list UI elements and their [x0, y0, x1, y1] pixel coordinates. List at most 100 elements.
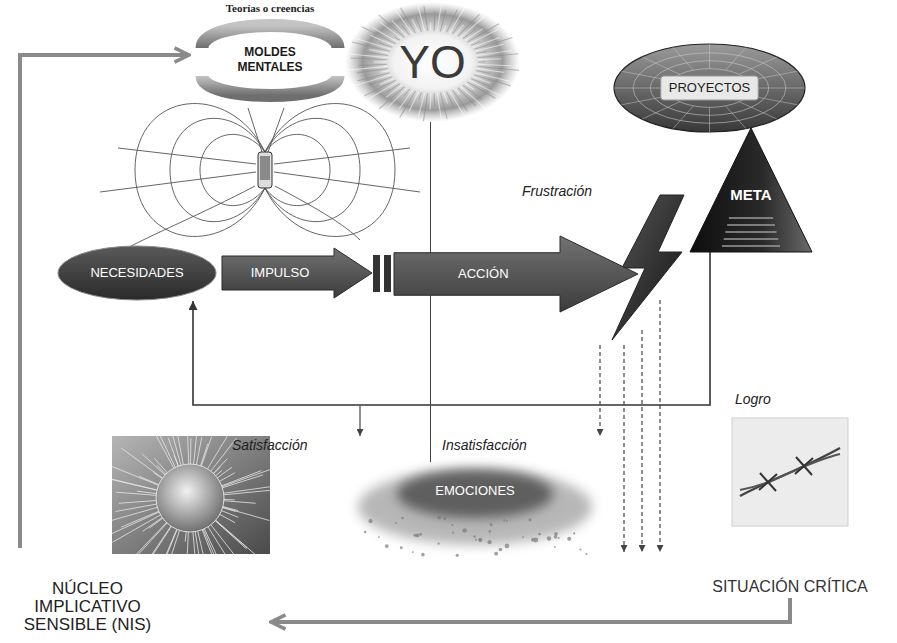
cloud-speck: [579, 548, 581, 550]
starburst-ray: [478, 64, 511, 66]
cell-photo: [112, 436, 270, 554]
cloud-speck: [554, 535, 558, 539]
node-label: YO: [399, 36, 465, 89]
cloud-puff: [358, 469, 592, 545]
starburst-ray: [476, 51, 487, 53]
cloud-speck: [437, 516, 441, 520]
arrow-figure: [222, 248, 372, 298]
cloud-speck: [487, 540, 491, 544]
action-arrow: ACCIÓN: [394, 236, 638, 312]
cell-filament: [203, 525, 219, 554]
starburst-ray: [440, 10, 445, 31]
cloud-speck: [573, 532, 575, 534]
emotions-cloud: EMOCIONES: [345, 462, 605, 562]
cloud-speck: [505, 544, 510, 549]
stair-step: [724, 238, 779, 240]
dashed-arrow: [659, 300, 660, 552]
cell-filament: [112, 478, 161, 491]
cloud-speck: [451, 524, 453, 526]
cell-filament: [119, 500, 160, 503]
cell-filament: [174, 436, 184, 469]
starburst-ray: [447, 92, 455, 109]
cloud-outline: [345, 462, 605, 562]
field-line: [274, 148, 410, 164]
cell-filament: [162, 526, 179, 554]
disk-spoke: [726, 106, 746, 129]
ellipse-body: [58, 246, 216, 300]
cell-filament: [116, 503, 161, 511]
disk-spoke: [709, 107, 710, 132]
starburst-ray: [440, 93, 447, 119]
starburst-ray: [380, 22, 402, 39]
disk-spoke: [739, 102, 777, 119]
cloud-speck: [395, 522, 397, 524]
starburst-ray: [387, 88, 407, 108]
disk-spoke: [642, 57, 680, 74]
critical-situation-wire: SITUACIÓN CRÍTICA: [690, 418, 890, 598]
field-line: [100, 172, 256, 192]
starburst-ray: [474, 75, 511, 86]
cell-filament: [113, 513, 164, 542]
cloud-speck: [478, 538, 482, 542]
cell-filament: [202, 526, 217, 554]
starburst-ray: [419, 92, 422, 99]
node-label: SITUACIÓN CRÍTICA: [712, 578, 868, 596]
cloud-speck: [437, 542, 439, 544]
magnetic-field: [100, 104, 420, 252]
starburst-ray: [474, 38, 512, 50]
field-line: [170, 118, 265, 221]
dashed-arrow: [623, 345, 624, 552]
starburst-ray: [478, 59, 502, 60]
barbed-wire: [740, 454, 840, 490]
barrier-bar: [384, 255, 391, 292]
dissatisfaction-label: Insatisfacción: [442, 437, 527, 453]
stair-step: [727, 224, 775, 226]
cloud-speck: [554, 546, 556, 548]
cloud-speck: [490, 523, 493, 526]
phone-icon: [258, 152, 272, 188]
cell-filament: [149, 436, 176, 472]
phone-screen: [260, 156, 270, 180]
disk-spoke: [673, 47, 693, 70]
tri-figure: [690, 128, 812, 252]
cloud-speck: [522, 536, 524, 538]
needs-ellipse: NECESIDADES: [57, 245, 217, 301]
cloud-speck: [528, 518, 531, 521]
dashed-arrow: [641, 330, 642, 552]
starburst-ray: [461, 87, 487, 110]
starburst-ray: [357, 39, 391, 49]
starburst-ray: [437, 2, 441, 31]
starburst-ray: [367, 82, 397, 99]
satisfaction-arrow: [359, 406, 360, 436]
starburst-ray: [444, 92, 448, 103]
cell-filament: [121, 510, 162, 527]
starburst-ray: [380, 71, 388, 73]
cloud-speck: [503, 519, 505, 521]
starburst-ray: [379, 43, 392, 48]
field-line: [265, 104, 395, 237]
bracket-band: [202, 26, 338, 49]
impulse-arrow: IMPULSO: [222, 248, 372, 298]
projects-disk: PROYECTOS: [612, 42, 807, 134]
cell-filament: [142, 454, 168, 478]
starburst-ray: [358, 64, 387, 65]
cloud-speck: [506, 520, 508, 522]
cell-filament: [112, 510, 163, 535]
cell-filament: [193, 436, 196, 468]
field-line: [275, 186, 360, 240]
ellipse-figure: [58, 246, 216, 300]
starburst-ray: [423, 93, 427, 121]
starburst-ray: [469, 29, 498, 43]
cell-filament: [112, 506, 161, 522]
starburst-ray: [465, 84, 474, 90]
node-label: NECESIDADES: [90, 266, 183, 281]
cell-filament: [145, 523, 174, 554]
dissatisfaction-arrows: [600, 300, 660, 552]
disk-figure: [614, 44, 805, 132]
cloud-speck: [364, 531, 367, 534]
barb: [759, 473, 777, 491]
stair-step: [729, 217, 773, 219]
stair-step: [722, 245, 780, 247]
heading-text: Teorías o creencias: [226, 2, 315, 15]
disk-ring: [667, 69, 751, 108]
